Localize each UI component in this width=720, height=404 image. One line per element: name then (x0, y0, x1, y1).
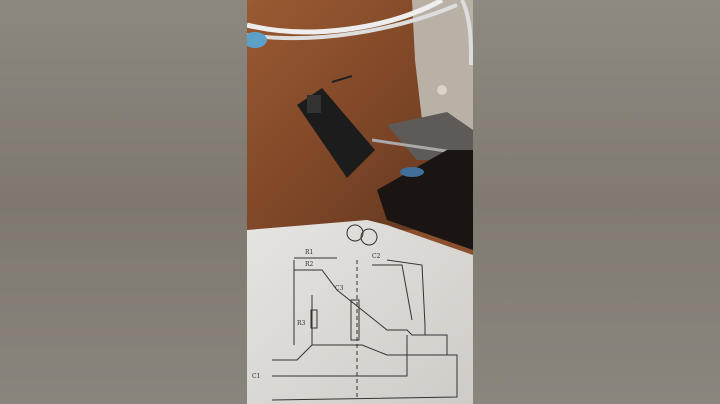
blurred-right-border (473, 0, 720, 404)
schematic-paper (247, 220, 473, 404)
metal-plate (412, 0, 473, 130)
schematic-labels: R1 R2 R3 C1 C2 C3 (252, 249, 381, 380)
blurred-left-border (0, 0, 247, 404)
wire (331, 75, 353, 83)
label-r3: R3 (297, 320, 306, 327)
blue-tape (247, 32, 267, 48)
blue-object (400, 167, 424, 177)
label-c2: C2 (372, 253, 381, 260)
video-frame-photo: R1 R2 R3 C1 C2 C3 (247, 0, 473, 404)
label-c3: C3 (335, 285, 344, 292)
dark-shadow-hand (377, 150, 473, 250)
hand-drawn-schematic (271, 224, 458, 401)
label-r2: R2 (305, 261, 314, 268)
label-c1: C1 (252, 373, 260, 380)
black-switch-component (297, 88, 375, 178)
photo-scene: R1 R2 R3 C1 C2 C3 (247, 0, 473, 404)
white-cable (247, 0, 444, 35)
screw (437, 85, 447, 95)
white-cable-2 (247, 0, 473, 66)
label-r1: R1 (305, 249, 313, 256)
